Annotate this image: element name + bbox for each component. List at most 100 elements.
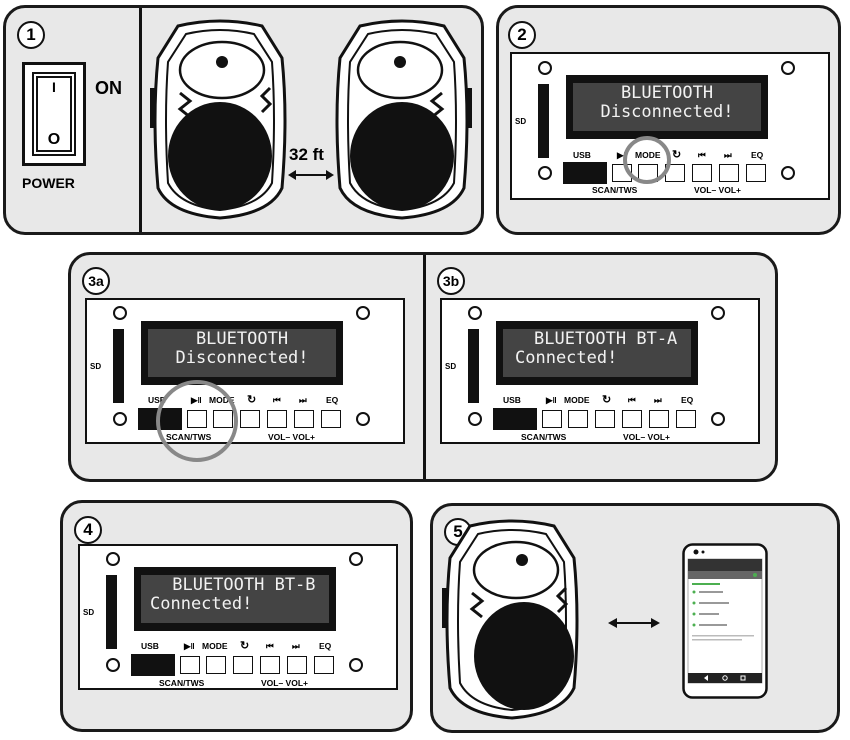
next-button[interactable] bbox=[649, 410, 669, 428]
repeat-icon: ↻ bbox=[240, 640, 250, 652]
prev-label: ⏮ bbox=[273, 395, 281, 405]
screw-hole bbox=[113, 306, 127, 320]
screw-hole bbox=[711, 306, 725, 320]
play-pause-button[interactable] bbox=[180, 656, 200, 674]
usb-label: USB bbox=[148, 395, 166, 405]
prev-label: ⏮ bbox=[266, 641, 274, 651]
lcd-line-1: BLUETOOTH BT-A bbox=[534, 329, 678, 349]
lcd-line-2: Connected! bbox=[150, 594, 253, 614]
step-badge-3b: 3b bbox=[437, 267, 465, 295]
eq-button[interactable] bbox=[676, 410, 696, 428]
sd-label: SD bbox=[90, 362, 102, 371]
panel-divider bbox=[423, 255, 426, 479]
screw-hole bbox=[468, 412, 482, 426]
lcd-line-1: BLUETOOTH bbox=[620, 83, 714, 103]
eq-label: EQ bbox=[326, 395, 339, 405]
volume-label: VOL– VOL+ bbox=[623, 432, 670, 442]
switch-on-mark: I bbox=[52, 79, 56, 95]
screw-hole bbox=[106, 658, 120, 672]
prev-button[interactable] bbox=[622, 410, 642, 428]
step-badge-1: 1 bbox=[17, 21, 45, 49]
highlight-circle bbox=[156, 380, 238, 462]
play-pause-label: ▶‖ bbox=[184, 641, 195, 651]
mode-button[interactable] bbox=[206, 656, 226, 674]
on-label: ON bbox=[95, 78, 122, 98]
play-pause-label: ▶‖ bbox=[546, 395, 557, 405]
speaker-icon bbox=[335, 19, 472, 220]
usb-label: USB bbox=[503, 395, 521, 405]
power-label: POWER bbox=[22, 175, 75, 191]
sd-label: SD bbox=[515, 117, 527, 126]
mode-button[interactable] bbox=[568, 410, 588, 428]
screw-hole bbox=[468, 306, 482, 320]
eq-label: EQ bbox=[319, 641, 332, 651]
step-badge-3a: 3a bbox=[82, 267, 110, 295]
double-arrow-icon bbox=[288, 170, 334, 180]
prev-button[interactable] bbox=[260, 656, 280, 674]
distance-label: 32 ft bbox=[289, 145, 324, 164]
screw-hole bbox=[356, 306, 370, 320]
eq-label: EQ bbox=[681, 395, 694, 405]
next-button[interactable] bbox=[719, 164, 739, 182]
switch-off-mark: O bbox=[47, 131, 61, 148]
next-label: ⏭ bbox=[299, 395, 307, 405]
sd-card-slot bbox=[538, 84, 549, 158]
next-button[interactable] bbox=[287, 656, 307, 674]
repeat-button[interactable] bbox=[240, 410, 260, 428]
screw-hole bbox=[349, 552, 363, 566]
repeat-button[interactable] bbox=[233, 656, 253, 674]
eq-button[interactable] bbox=[746, 164, 766, 182]
usb-port[interactable] bbox=[563, 162, 607, 184]
next-label: ⏭ bbox=[724, 150, 732, 160]
sd-label: SD bbox=[83, 608, 95, 617]
usb-label: USB bbox=[141, 641, 159, 651]
repeat-icon: ↻ bbox=[672, 149, 682, 161]
lcd-line-2: Disconnected! bbox=[175, 348, 309, 368]
scan-tws-label: SCAN/TWS bbox=[521, 432, 567, 442]
speaker-icon bbox=[442, 519, 579, 720]
usb-label: USB bbox=[573, 150, 591, 160]
screw-hole bbox=[711, 412, 725, 426]
repeat-icon: ↻ bbox=[602, 394, 612, 406]
volume-label: VOL– VOL+ bbox=[268, 432, 315, 442]
usb-port[interactable] bbox=[131, 654, 175, 676]
next-label: ⏭ bbox=[292, 641, 300, 651]
screw-hole bbox=[106, 552, 120, 566]
eq-button[interactable] bbox=[321, 410, 341, 428]
step-badge-4: 4 bbox=[74, 516, 102, 544]
speaker-icon bbox=[150, 19, 287, 220]
step-badge-2: 2 bbox=[508, 21, 536, 49]
prev-button[interactable] bbox=[267, 410, 287, 428]
prev-label: ⏮ bbox=[698, 150, 706, 160]
lcd-line-1: BLUETOOTH bbox=[195, 329, 289, 349]
play-pause-button[interactable] bbox=[542, 410, 562, 428]
next-label: ⏭ bbox=[654, 395, 662, 405]
repeat-icon: ↻ bbox=[247, 394, 257, 406]
screw-hole bbox=[113, 412, 127, 426]
prev-label: ⏮ bbox=[628, 395, 636, 405]
prev-button[interactable] bbox=[692, 164, 712, 182]
screw-hole bbox=[349, 658, 363, 672]
double-arrow-icon bbox=[608, 618, 660, 628]
power-switch-icon: I O bbox=[22, 62, 86, 166]
scan-tws-label: SCAN/TWS bbox=[592, 185, 638, 195]
screw-hole bbox=[538, 61, 552, 75]
screw-hole bbox=[538, 166, 552, 180]
screw-hole bbox=[781, 61, 795, 75]
sd-card-slot bbox=[468, 329, 479, 403]
screw-hole bbox=[356, 412, 370, 426]
phone-icon bbox=[682, 543, 768, 699]
volume-label: VOL– VOL+ bbox=[694, 185, 741, 195]
panel-divider bbox=[139, 8, 142, 232]
screw-hole bbox=[781, 166, 795, 180]
usb-port[interactable] bbox=[493, 408, 537, 430]
sd-card-slot bbox=[113, 329, 124, 403]
eq-button[interactable] bbox=[314, 656, 334, 674]
mode-label: MODE bbox=[202, 641, 228, 651]
repeat-button[interactable] bbox=[595, 410, 615, 428]
mode-label: MODE bbox=[564, 395, 590, 405]
next-button[interactable] bbox=[294, 410, 314, 428]
